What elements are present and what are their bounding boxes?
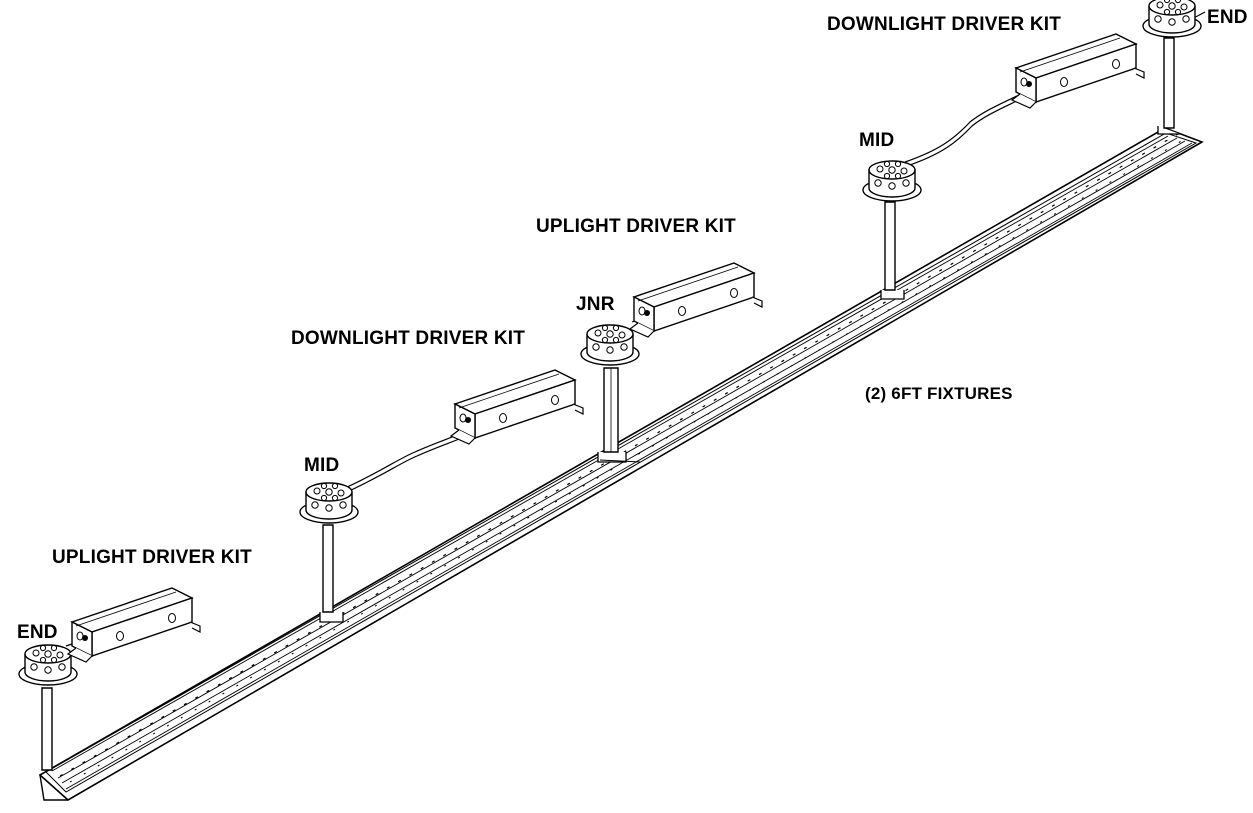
- junction-box-mid-right: [862, 160, 922, 202]
- label-downlight-driver-kit-right: DOWNLIGHT DRIVER KIT: [827, 14, 1062, 35]
- downlight-driver-kit-right: [1011, 33, 1145, 109]
- junction-box-mid-left: [299, 482, 359, 524]
- uplight-driver-kit-center: [629, 262, 763, 338]
- label-uplight-driver-kit-center: UPLIGHT DRIVER KIT: [536, 216, 736, 237]
- junction-box-end-right: [1142, 0, 1202, 38]
- junction-box-end-left: [18, 644, 78, 686]
- label-mid-left: MID: [304, 455, 340, 476]
- junction-box-jnr: [580, 324, 640, 366]
- suspension-stems: [41, 37, 1175, 771]
- label-fixtures: (2) 6FT FIXTURES: [865, 384, 1013, 403]
- label-jnr: JNR: [576, 294, 615, 315]
- downlight-driver-kit-left: [450, 369, 584, 445]
- label-mid-right: MID: [859, 130, 895, 151]
- label-downlight-driver-kit-left: DOWNLIGHT DRIVER KIT: [291, 328, 526, 349]
- uplight-driver-kit-left: [67, 587, 201, 663]
- fixture-rail: [38, 126, 1204, 801]
- label-uplight-driver-kit-left: UPLIGHT DRIVER KIT: [52, 547, 252, 568]
- label-end-left: END: [17, 622, 58, 643]
- label-end-right: END: [1207, 7, 1248, 28]
